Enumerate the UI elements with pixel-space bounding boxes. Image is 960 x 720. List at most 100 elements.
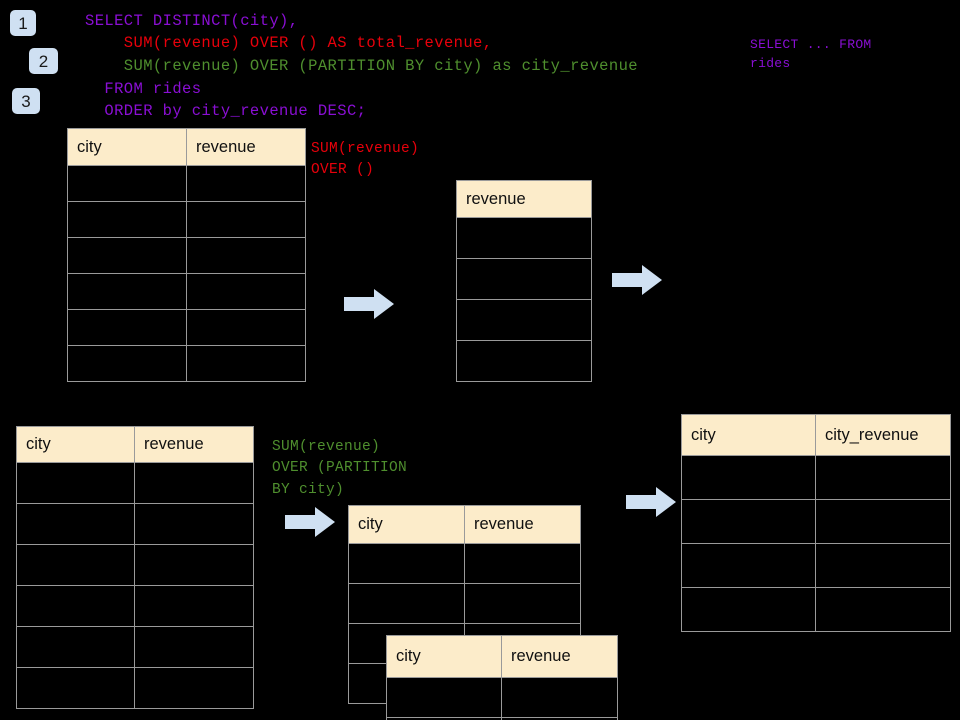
column-header-city: city (348, 505, 465, 544)
cell (186, 237, 306, 274)
cell (16, 667, 135, 709)
cell (386, 677, 502, 718)
annotation-select-from-rides: SELECT ... FROM rides (750, 37, 872, 71)
step-badge-2-label: 2 (38, 51, 49, 71)
table-row (16, 462, 254, 504)
cell (134, 462, 254, 504)
cell (186, 165, 306, 202)
cell (815, 499, 951, 544)
table-row (386, 677, 618, 718)
cell (16, 585, 135, 627)
column-header-revenue: revenue (501, 635, 618, 678)
column-header-revenue: revenue (456, 180, 592, 218)
column-header-revenue: revenue (134, 426, 254, 463)
cell (16, 626, 135, 668)
cell (815, 455, 951, 500)
cell (815, 543, 951, 588)
cell (16, 503, 135, 545)
table-row (456, 258, 592, 300)
cell (67, 237, 187, 274)
sql-line-order-by: ORDER by city_revenue DESC; (85, 102, 367, 120)
sql-line-sum-over-partition: SUM(revenue) OVER (PARTITION BY city) as… (85, 57, 638, 75)
step-badge-3[interactable]: 3 (12, 88, 40, 114)
step-badge-1[interactable]: 1 (10, 10, 36, 36)
cell (67, 201, 187, 238)
table-row (67, 273, 306, 310)
step-badge-3-label: 3 (21, 91, 31, 111)
cell (186, 201, 306, 238)
cell (681, 587, 816, 632)
cell (186, 309, 306, 346)
column-header-revenue: revenue (464, 505, 581, 544)
arrow-total-to-result (612, 265, 662, 295)
table-row (67, 165, 306, 202)
table-row-header: city revenue (348, 505, 581, 544)
cell (464, 583, 581, 624)
column-header-city: city (16, 426, 135, 463)
cell (815, 587, 951, 632)
table-row (16, 544, 254, 586)
sql-line-select: SELECT DISTINCT(city), (85, 12, 299, 30)
table-result: city city_revenue (681, 414, 951, 632)
annotation-sum-over-empty: SUM(revenue) OVER () (311, 141, 420, 179)
table-row (681, 499, 951, 544)
column-header-revenue: revenue (186, 128, 306, 166)
table-row-header: city revenue (386, 635, 618, 678)
cell (456, 217, 592, 259)
cell (186, 345, 306, 382)
column-header-city: city (386, 635, 502, 678)
cell (681, 455, 816, 500)
cell (134, 585, 254, 627)
column-header-city: city (67, 128, 187, 166)
cell (456, 340, 592, 382)
step-badge-1-label: 1 (18, 13, 28, 33)
table-source-top: city revenue (67, 128, 306, 382)
cell (16, 462, 135, 504)
table-row (67, 309, 306, 346)
cell (67, 273, 187, 310)
sql-line-sum-over-empty: SUM(revenue) OVER () AS total_revenue, (85, 34, 493, 52)
cell (134, 544, 254, 586)
column-header-city: city (681, 414, 816, 456)
table-total-revenue: revenue (456, 180, 592, 382)
cell (501, 717, 618, 720)
table-row-header: city revenue (67, 128, 306, 166)
cell (16, 544, 135, 586)
annotation-sum-over-partition: SUM(revenue) OVER (PARTITION BY city) (272, 439, 408, 498)
table-row (456, 217, 592, 259)
sql-line-from: FROM rides (85, 80, 202, 98)
table-row (681, 455, 951, 500)
table-row (681, 587, 951, 632)
cell (134, 503, 254, 545)
table-row (16, 626, 254, 668)
cell (186, 273, 306, 310)
arrow-source-to-total (344, 289, 394, 319)
table-row (348, 583, 581, 624)
cell (456, 299, 592, 341)
arrow-partition-to-result (626, 487, 676, 517)
table-row (456, 340, 592, 382)
column-header-city-revenue: city_revenue (815, 414, 951, 456)
table-row-header: city city_revenue (681, 414, 951, 456)
table-row (67, 237, 306, 274)
cell (681, 499, 816, 544)
table-row-header: revenue (456, 180, 592, 218)
cell (67, 165, 187, 202)
arrow-source-to-partition (285, 507, 335, 537)
table-row (386, 717, 618, 720)
table-source-bottom: city revenue (16, 426, 254, 709)
cell (501, 677, 618, 718)
cell (681, 543, 816, 588)
cell (67, 345, 187, 382)
table-row (16, 585, 254, 627)
table-row (16, 667, 254, 709)
cell (348, 583, 465, 624)
table-row-header: city revenue (16, 426, 254, 463)
table-partition-front: city revenue (386, 635, 618, 720)
table-row (67, 345, 306, 382)
table-row (681, 543, 951, 588)
step-badge-2[interactable]: 2 (29, 48, 58, 74)
cell (67, 309, 187, 346)
table-row (16, 503, 254, 545)
